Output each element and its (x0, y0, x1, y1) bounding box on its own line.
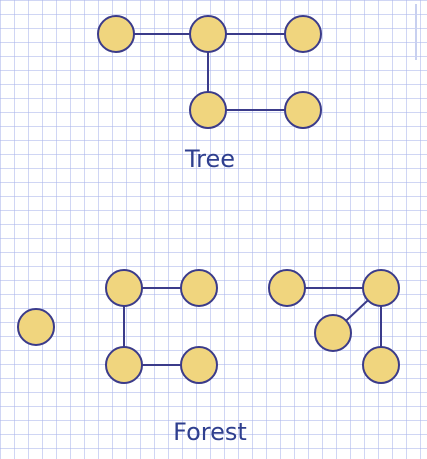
forest-caption: Forest (173, 418, 247, 446)
node-layer (17, 15, 400, 384)
tree-node-t5 (284, 91, 322, 129)
forest-node-f4 (105, 346, 143, 384)
tree-caption: Tree (184, 145, 235, 173)
edge-layer (116, 33, 382, 366)
scroll-edge-mark (415, 4, 417, 60)
forest-node-f5 (180, 346, 218, 384)
forest-node-f1 (17, 308, 55, 346)
tree-node-t3 (284, 15, 322, 53)
forest-node-f6 (268, 269, 306, 307)
forest-node-f2 (105, 269, 143, 307)
forest-node-f9 (362, 346, 400, 384)
tree-node-t1 (97, 15, 135, 53)
forest-node-f7 (362, 269, 400, 307)
forest-node-f3 (180, 269, 218, 307)
tree-node-t4 (189, 91, 227, 129)
forest-node-f8 (314, 314, 352, 352)
tree-node-t2 (189, 15, 227, 53)
